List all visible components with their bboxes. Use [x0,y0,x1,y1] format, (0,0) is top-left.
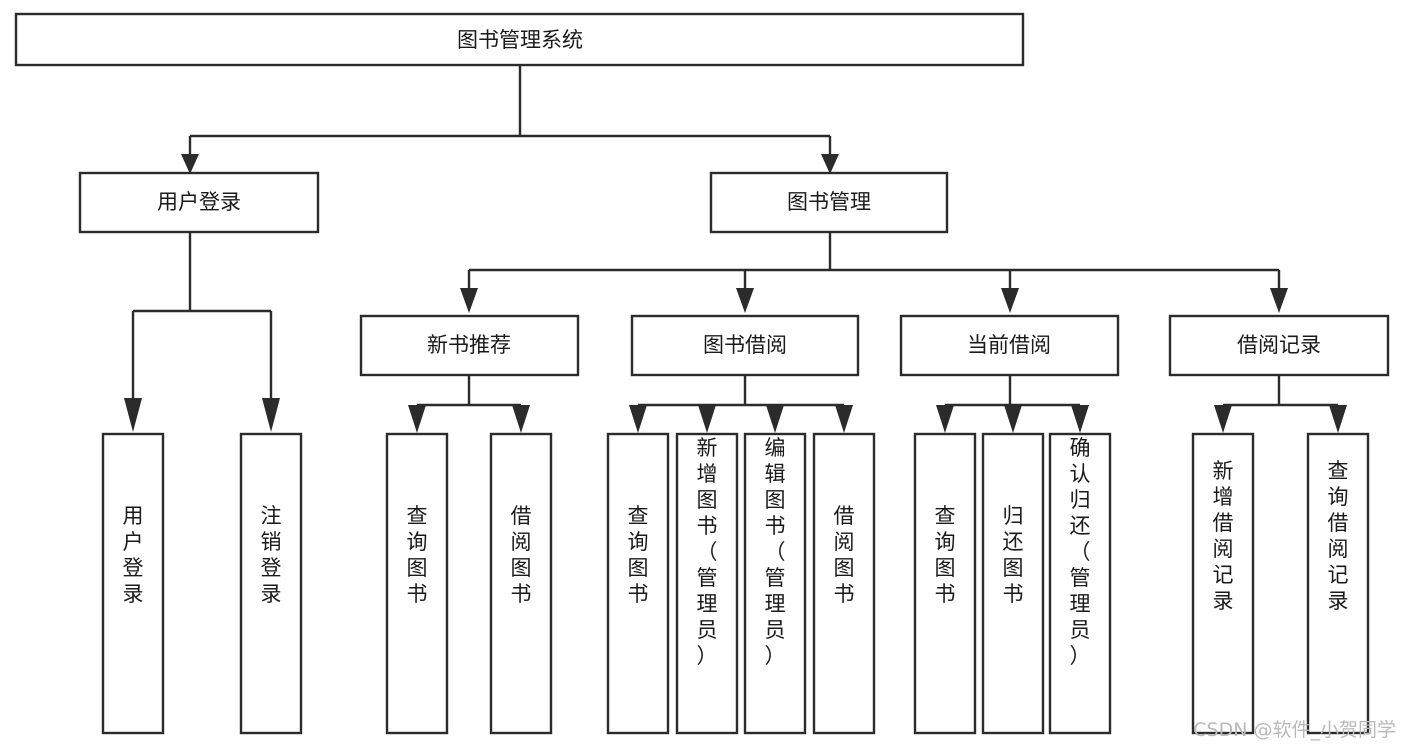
leaf-new-book-2-box[interactable] [489,432,553,735]
node-user-login-box[interactable] [78,171,320,234]
node-current-borrow-box[interactable] [899,314,1120,377]
leaf-book-borrow-1-label: 查询图书 [628,504,649,606]
arrow-bookborrow-leaf-4-icon [835,405,853,433]
leaf-user-login-2-box[interactable] [239,432,303,735]
leaf-book-borrow-2-label: 新增图书（管理员） [697,436,718,668]
leaf-new-book-1-box[interactable] [385,432,449,735]
node-new-book-recommend[interactable]: 新书推荐 [359,314,580,377]
leaf-borrow-record-1[interactable]: 新增借阅记录 [1191,432,1255,735]
edge-layer [124,65,1347,433]
leaf-borrow-record-2-label: 查询借阅记录 [1328,459,1349,613]
arrow-bookborrow-leaf-2-icon [698,405,716,433]
leaf-book-borrow-4-box[interactable] [812,432,876,735]
node-book-borrow[interactable]: 图书借阅 [630,314,860,377]
arrow-newbook-leaf-2-icon [512,405,530,433]
node-book-management[interactable]: 图书管理 [709,171,949,234]
leaf-book-borrow-1[interactable]: 查询图书 [606,432,670,735]
arrow-root-to-user-login-icon [181,154,199,174]
leaf-current-borrow-1-label: 查询图书 [935,504,956,606]
node-borrow-record-label: 借阅记录 [1237,333,1321,357]
arrow-root-to-book-mgmt-icon [821,154,839,174]
leaf-user-login-1-label: 用户登录 [123,504,144,606]
node-root[interactable]: 图书管理系统 [14,12,1025,67]
leaf-user-login-1-box[interactable] [101,432,165,735]
leaf-book-borrow-1-box[interactable] [606,432,670,735]
leaf-new-book-2[interactable]: 借阅图书 [489,432,553,735]
arrow-currentborrow-leaf-2-icon [1004,405,1022,433]
leaf-book-borrow-4-label: 借阅图书 [834,504,855,606]
leaf-current-borrow-1-box[interactable] [913,432,977,735]
arrow-bookmgmt-child-2-icon [736,288,754,313]
node-current-borrow[interactable]: 当前借阅 [899,314,1120,377]
node-book-borrow-label: 图书借阅 [703,333,787,357]
node-user-login-label: 用户登录 [157,190,241,214]
leaf-book-borrow-4[interactable]: 借阅图书 [812,432,876,735]
arrow-borrowrecord-leaf-1-icon [1214,405,1232,433]
leaf-current-borrow-2[interactable]: 归还图书 [981,432,1045,735]
node-current-borrow-label: 当前借阅 [967,333,1051,357]
node-book-borrow-box[interactable] [630,314,860,377]
leaf-borrow-record-2-box[interactable] [1306,432,1370,735]
leaf-current-borrow-3[interactable]: 确认归还（管理员） [1048,432,1112,735]
leaf-borrow-record-1-label: 新增借阅记录 [1213,459,1234,613]
leaf-book-borrow-2-box[interactable] [675,432,739,735]
arrow-bookborrow-leaf-1-icon [629,405,647,433]
node-user-login[interactable]: 用户登录 [78,171,320,234]
leaf-current-borrow-3-label: 确认归还（管理员） [1070,436,1091,668]
arrow-currentborrow-leaf-1-icon [936,405,954,433]
leaf-current-borrow-1[interactable]: 查询图书 [913,432,977,735]
node-root-label: 图书管理系统 [457,28,583,52]
leaf-current-borrow-2-label: 归还图书 [1003,504,1024,606]
leaf-new-book-1-label: 查询图书 [407,504,428,606]
csdn-watermark: CSDN @软件_小贺同学 [1193,719,1396,741]
leaf-book-borrow-3-box[interactable] [743,432,807,735]
node-borrow-record-box[interactable] [1168,314,1390,377]
arrow-userlogin-leaf-1-icon [124,398,142,432]
arrow-newbook-leaf-1-icon [408,405,426,433]
arrow-bookborrow-leaf-3-icon [766,405,784,433]
leaf-current-borrow-2-box[interactable] [981,432,1045,735]
leaf-user-login-2-label: 注销登录 [261,504,282,606]
node-book-management-label: 图书管理 [787,190,871,214]
leaf-new-book-2-label: 借阅图书 [511,504,532,606]
arrow-borrowrecord-leaf-2-icon [1329,405,1347,433]
arrow-userlogin-leaf-2-icon [262,398,280,432]
leaf-book-borrow-3[interactable]: 编辑图书（管理员） [743,432,807,735]
arrow-bookmgmt-child-1-icon [460,288,478,313]
node-book-management-box[interactable] [709,171,949,234]
leaf-book-borrow-3-label: 编辑图书（管理员） [765,436,786,668]
leaf-borrow-record-2[interactable]: 查询借阅记录 [1306,432,1370,735]
leaf-borrow-record-1-box[interactable] [1191,432,1255,735]
leaf-user-login-2[interactable]: 注销登录 [239,432,303,735]
arrow-bookmgmt-child-3-icon [1001,288,1019,313]
node-borrow-record[interactable]: 借阅记录 [1168,314,1390,377]
leaf-user-login-1[interactable]: 用户登录 [101,432,165,735]
node-new-book-recommend-box[interactable] [359,314,580,377]
leaf-new-book-1[interactable]: 查询图书 [385,432,449,735]
arrow-currentborrow-leaf-3-icon [1071,405,1089,433]
leaf-current-borrow-3-box[interactable] [1048,432,1112,735]
leaf-book-borrow-2[interactable]: 新增图书（管理员） [675,432,739,735]
node-root-box[interactable] [14,12,1025,67]
arrow-bookmgmt-child-4-icon [1270,288,1288,313]
node-new-book-recommend-label: 新书推荐 [427,333,511,357]
